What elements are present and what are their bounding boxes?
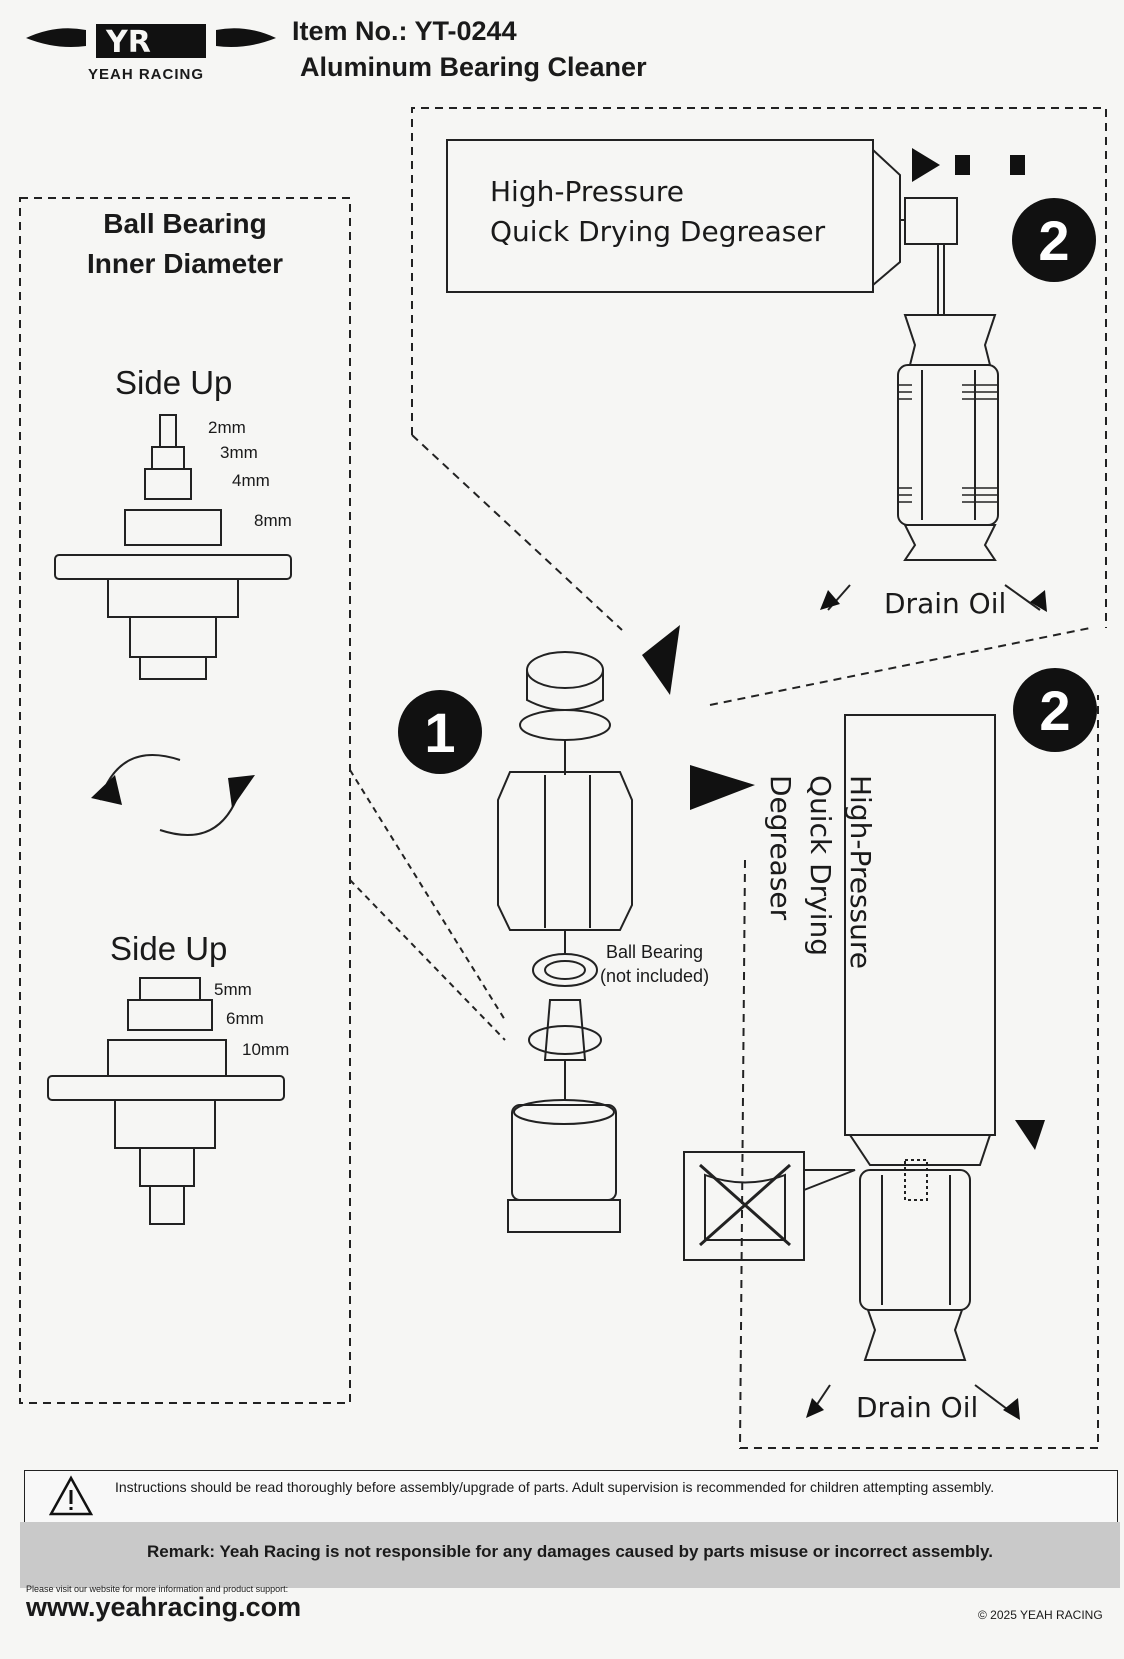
size-label: 4mm [232, 471, 270, 490]
side-up-label-2: Side Up [110, 930, 228, 967]
remark-band: Remark: Yeah Racing is not responsible f… [20, 1522, 1120, 1588]
warning-triangle-icon [49, 1475, 93, 1516]
degreaser-line2: Quick Drying Degreaser [490, 215, 826, 248]
ball-bearing-line1: Ball Bearing [606, 942, 704, 962]
degreaser-line2: Quick Drying Degreaser [764, 775, 837, 957]
remark-text: Remark: Yeah Racing is not responsible f… [147, 1542, 993, 1561]
ball-bearing-line2: (not included) [600, 966, 710, 986]
degreaser-label-top: High-Pressure Quick Drying Degreaser [490, 172, 825, 252]
item-number: Item No.: YT-0244 [292, 16, 517, 46]
size-label: 2mm [208, 418, 246, 437]
size-label: 6mm [226, 1009, 264, 1028]
step-1-badge: 1 [398, 690, 482, 774]
size-label: 3mm [220, 443, 258, 462]
degreaser-line1: High-Pressure [490, 175, 685, 208]
brand-name: YEAH RACING [88, 66, 205, 83]
left-title-line2: Inner Diameter [86, 248, 284, 279]
step-2-badge-bottom: 2 [1013, 668, 1097, 752]
svg-text:YR: YR [105, 25, 151, 60]
step-2-badge-top: 2 [1012, 198, 1096, 282]
copyright: © 2025 YEAH RACING [978, 1608, 1103, 1622]
degreaser-line1: High-Pressure [844, 775, 877, 970]
size-label: 5mm [214, 980, 252, 999]
side-up-label-1: Side Up [115, 364, 233, 401]
left-title-line1: Ball Bearing [103, 208, 267, 239]
yr-logo-icon: YR [26, 24, 276, 60]
ball-bearing-label: Ball Bearing (not included) [600, 940, 709, 988]
size-label: 8mm [254, 511, 292, 530]
warning-text: Instructions should be read thoroughly b… [115, 1479, 995, 1495]
size-label: 10mm [242, 1040, 290, 1059]
left-panel-title: Ball Bearing Inner Diameter [60, 204, 310, 284]
assembly-diagram [19, 107, 1107, 1449]
drain-oil-label-bottom: Drain Oil [856, 1391, 979, 1424]
degreaser-label-vertical: High-Pressure Quick Drying Degreaser [764, 775, 880, 1015]
item-name: Aluminum Bearing Cleaner [300, 52, 647, 82]
drain-oil-label-top: Drain Oil [884, 587, 1007, 620]
warning-box: Instructions should be read thoroughly b… [24, 1470, 1118, 1524]
visit-note: Please visit our website for more inform… [26, 1584, 289, 1594]
website-link[interactable]: www.yeahracing.com [26, 1592, 302, 1622]
